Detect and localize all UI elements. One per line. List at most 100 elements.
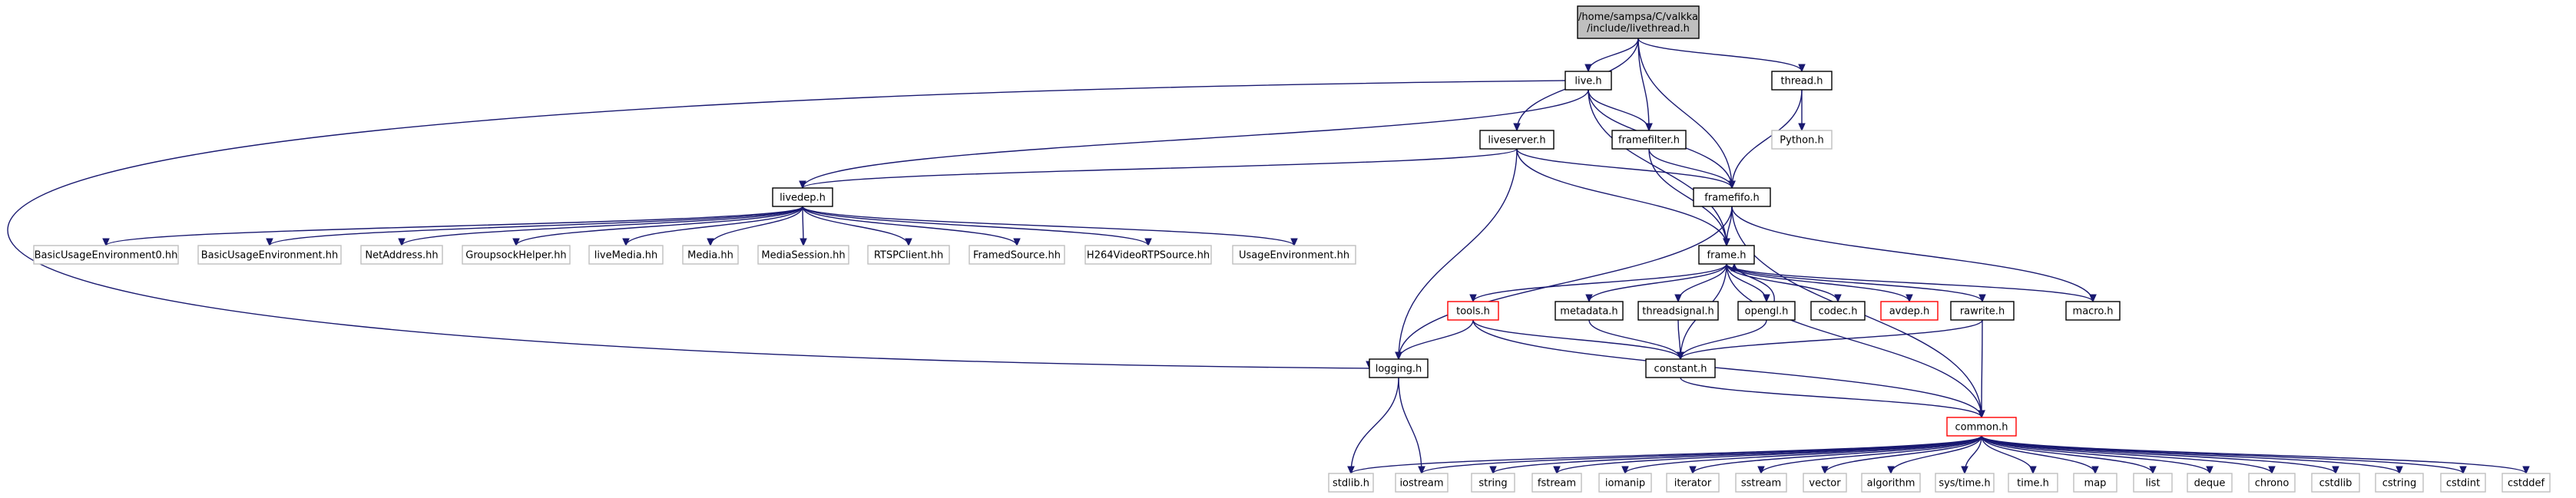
node-rawrite-h[interactable]: rawrite.h (1950, 301, 2015, 321)
node-box (1479, 130, 1555, 150)
edge-common_h-to-cstdlib (1981, 435, 2339, 475)
node-label: iterator (1674, 478, 1712, 490)
node-label: cstddef (2508, 478, 2545, 490)
node-framefilter-h[interactable]: framefilter.h (1611, 130, 1687, 150)
node-box (968, 245, 1065, 265)
node-label: avdep.h (1889, 306, 1930, 318)
node-vector: vector (1803, 473, 1847, 493)
node-box (1771, 71, 1833, 91)
edge-common_h-to-sstream (1757, 435, 1982, 475)
node-label: RTSPClient.hh (874, 250, 943, 262)
node-frame-h[interactable]: frame.h (1698, 245, 1755, 265)
node-box (2008, 473, 2058, 493)
edge-framefifo_h-to-logging_h (1395, 206, 1733, 361)
edge-tools_h-to-logging_h (1395, 319, 1474, 361)
node-codec-h[interactable]: codec.h (1810, 301, 1866, 321)
edge-root-to-framefilter_h (1637, 38, 1653, 132)
node-thread-h[interactable]: thread.h (1771, 71, 1833, 91)
edge-logging_h-to-stdlib_h (1347, 377, 1399, 475)
edge-metadata_h-to-constant_h (1588, 319, 1684, 361)
node-box (1611, 130, 1687, 150)
node-box (682, 245, 739, 265)
node-livedep-h[interactable]: livedep.h (772, 187, 833, 207)
edge-common_h-to-systime_h (1961, 435, 1982, 475)
node-livemedia: liveMedia.hh (588, 245, 664, 265)
node-label: time.h (2017, 478, 2049, 490)
node-bue0: BasicUsageEnvironment0.hh (33, 245, 179, 265)
node-fstream: fstream (1531, 473, 1582, 493)
edge-livedep_h-to-usageenv (802, 206, 1298, 247)
node-box (1577, 5, 1700, 39)
node-label: iostream (1399, 478, 1443, 490)
node-box (1645, 358, 1716, 378)
node-cstdlib: cstdlib (2311, 473, 2360, 493)
node-live-h[interactable]: live.h (1564, 71, 1612, 91)
node-label: cstdint (2446, 478, 2480, 490)
node-logging-h[interactable]: logging.h (1369, 358, 1429, 378)
node-label: framefilter.h (1618, 135, 1680, 147)
edge-frame_h-to-threadsignal_h (1674, 263, 1727, 303)
node-box (1598, 473, 1652, 493)
edge-common_h-to-time_h (1981, 435, 2037, 475)
node-label: H264VideoRTPSource.hh (1087, 250, 1210, 262)
node-box (588, 245, 664, 265)
edge-logging_h-to-iostream (1398, 377, 1425, 475)
node-constant-h[interactable]: constant.h (1645, 358, 1716, 378)
edge-livedep_h-to-media (707, 206, 803, 247)
node-label: stdlib.h (1333, 478, 1369, 490)
node-box (1803, 473, 1847, 493)
node-label: codec.h (1819, 306, 1858, 318)
edge-livedep_h-to-groupsock (512, 206, 803, 247)
edge-framefilter_h-to-framefifo_h (1648, 148, 1736, 190)
node-tools-h[interactable]: tools.h (1447, 301, 1499, 321)
node-box (33, 245, 179, 265)
node-usageenv: UsageEnvironment.hh (1232, 245, 1356, 265)
node-common-h[interactable]: common.h (1946, 417, 2017, 437)
node-box (1698, 245, 1755, 265)
edge-common_h-to-cstring (1981, 435, 2403, 475)
node-box (1810, 301, 1866, 321)
node-label: sstream (1741, 478, 1781, 490)
node-box (1666, 473, 1720, 493)
node-box (1232, 245, 1356, 265)
node-box (1935, 473, 1995, 493)
edge-opengl_h-to-frame_h (1730, 262, 1775, 302)
edge-root-to-thread_h (1637, 38, 1806, 73)
node-threadsignal-h[interactable]: threadsignal.h (1637, 301, 1719, 321)
node-label: frame.h (1707, 250, 1747, 262)
edge-common_h-to-cstdint (1981, 435, 2467, 475)
node-box (1861, 473, 1921, 493)
node-box (1328, 473, 1374, 493)
graph-nodes: /home/sampsa/C/valkka/include/livethread… (33, 5, 2551, 493)
node-list: list (2133, 473, 2173, 493)
node-opengl-h[interactable]: opengl.h (1737, 301, 1796, 321)
edge-frame_h-to-codec_h (1726, 263, 1842, 303)
node-label: rawrite.h (1960, 306, 2005, 318)
node-label: constant.h (1654, 364, 1707, 375)
node-label: liveMedia.hh (594, 250, 658, 262)
node-box (1946, 417, 2017, 437)
edge-live_h-to-frame_h (1588, 89, 1730, 247)
node-box (1564, 71, 1612, 91)
edge-livedep_h-to-mediasession (800, 206, 807, 247)
edge-common_h-to-iostream (1418, 435, 1982, 475)
node-box (1737, 301, 1796, 321)
edge-frame_h-to-metadata_h (1585, 263, 1727, 303)
edge-live_h-to-framefilter_h (1588, 89, 1653, 132)
node-chrono: chrono (2248, 473, 2296, 493)
node-metadata-h[interactable]: metadata.h (1555, 301, 1624, 321)
node-liveserver-h[interactable]: liveserver.h (1479, 130, 1555, 150)
node-macro-h[interactable]: macro.h (2065, 301, 2121, 321)
node-python-h: Python.h (1771, 130, 1833, 150)
node-box (1084, 245, 1212, 265)
node-cstdint: cstdint (2440, 473, 2486, 493)
node-avdep-h[interactable]: avdep.h (1880, 301, 1939, 321)
node-label: GroupsockHelper.hh (465, 250, 566, 262)
node-box (2133, 473, 2173, 493)
node-label: iomanip (1605, 478, 1645, 490)
edge-rawrite_h-to-constant_h (1677, 319, 1983, 361)
node-framefifo-h[interactable]: framefifo.h (1693, 187, 1771, 207)
node-label: BasicUsageEnvironment.hh (201, 250, 339, 262)
node-box (360, 245, 443, 265)
node-root: /home/sampsa/C/valkka/include/livethread… (1577, 5, 1700, 39)
